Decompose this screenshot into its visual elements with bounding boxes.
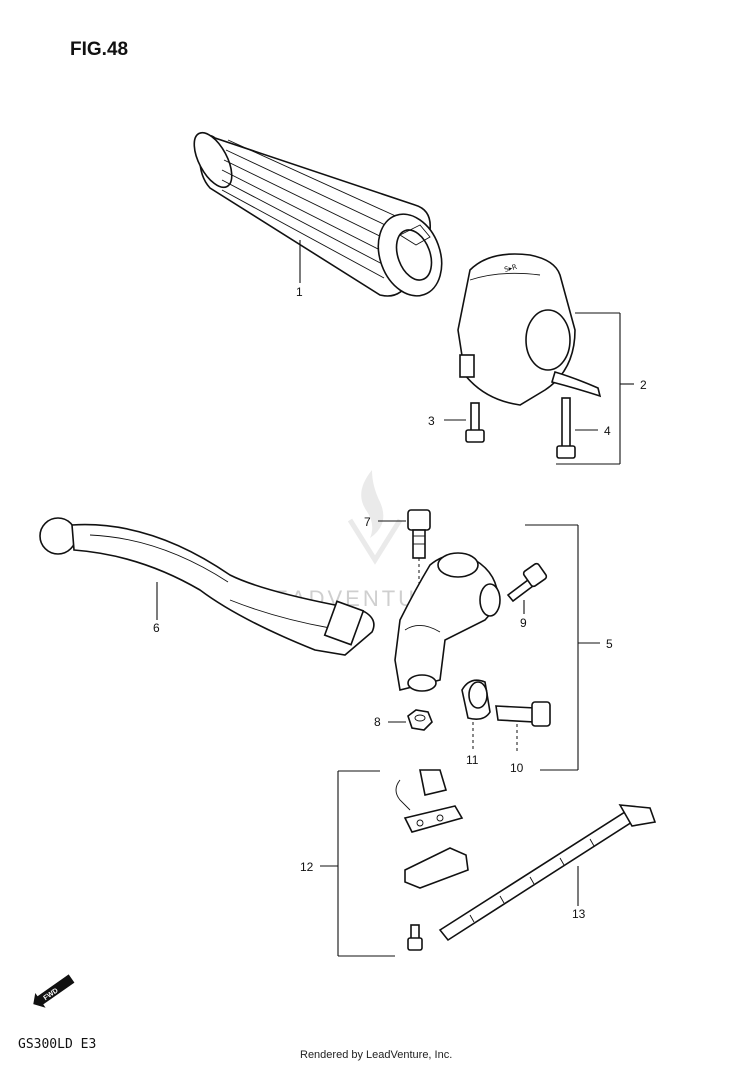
bracket-2 bbox=[556, 312, 634, 465]
nut-8-part bbox=[407, 709, 433, 731]
fwd-label: FWD bbox=[43, 987, 60, 1002]
bracket-5 bbox=[525, 524, 600, 771]
callout-13: 13 bbox=[572, 907, 586, 921]
callout-4: 4 bbox=[604, 424, 611, 438]
callout-3: 3 bbox=[428, 414, 435, 428]
screw-3-part bbox=[465, 402, 485, 443]
callout-1: 1 bbox=[296, 285, 303, 299]
bolt-7-part bbox=[407, 509, 431, 559]
screw-4-part bbox=[556, 397, 576, 459]
pivot-bolt-10-part bbox=[495, 701, 551, 727]
svg-text:S▸R: S▸R bbox=[503, 263, 518, 274]
switch-housing-part: S▸R bbox=[457, 253, 602, 406]
callout-10: 10 bbox=[510, 761, 524, 775]
watermark-logo bbox=[347, 470, 403, 565]
cable-tie-13-part bbox=[438, 804, 657, 942]
switch-set-12-part bbox=[395, 769, 469, 951]
bolt-9-part bbox=[506, 562, 548, 603]
callout-12: 12 bbox=[300, 860, 314, 874]
callout-11: 11 bbox=[466, 753, 479, 767]
spacer-11-part bbox=[461, 679, 491, 720]
callout-6: 6 bbox=[153, 621, 160, 635]
callout-5: 5 bbox=[606, 637, 613, 651]
callout-8: 8 bbox=[374, 715, 381, 729]
callout-2: 2 bbox=[640, 378, 647, 392]
grip-part bbox=[193, 131, 443, 297]
model-code: GS300LD E3 bbox=[18, 1037, 96, 1052]
lever-holder-part bbox=[394, 552, 501, 692]
callout-7: 7 bbox=[364, 515, 371, 529]
fwd-arrow-icon: FWD bbox=[33, 974, 75, 1008]
callout-9: 9 bbox=[520, 616, 527, 630]
bracket-12 bbox=[320, 770, 395, 957]
lever-part bbox=[39, 517, 375, 656]
figure-title: FIG.48 bbox=[70, 39, 128, 60]
credit-text: Rendered by LeadVenture, Inc. bbox=[300, 1049, 452, 1061]
